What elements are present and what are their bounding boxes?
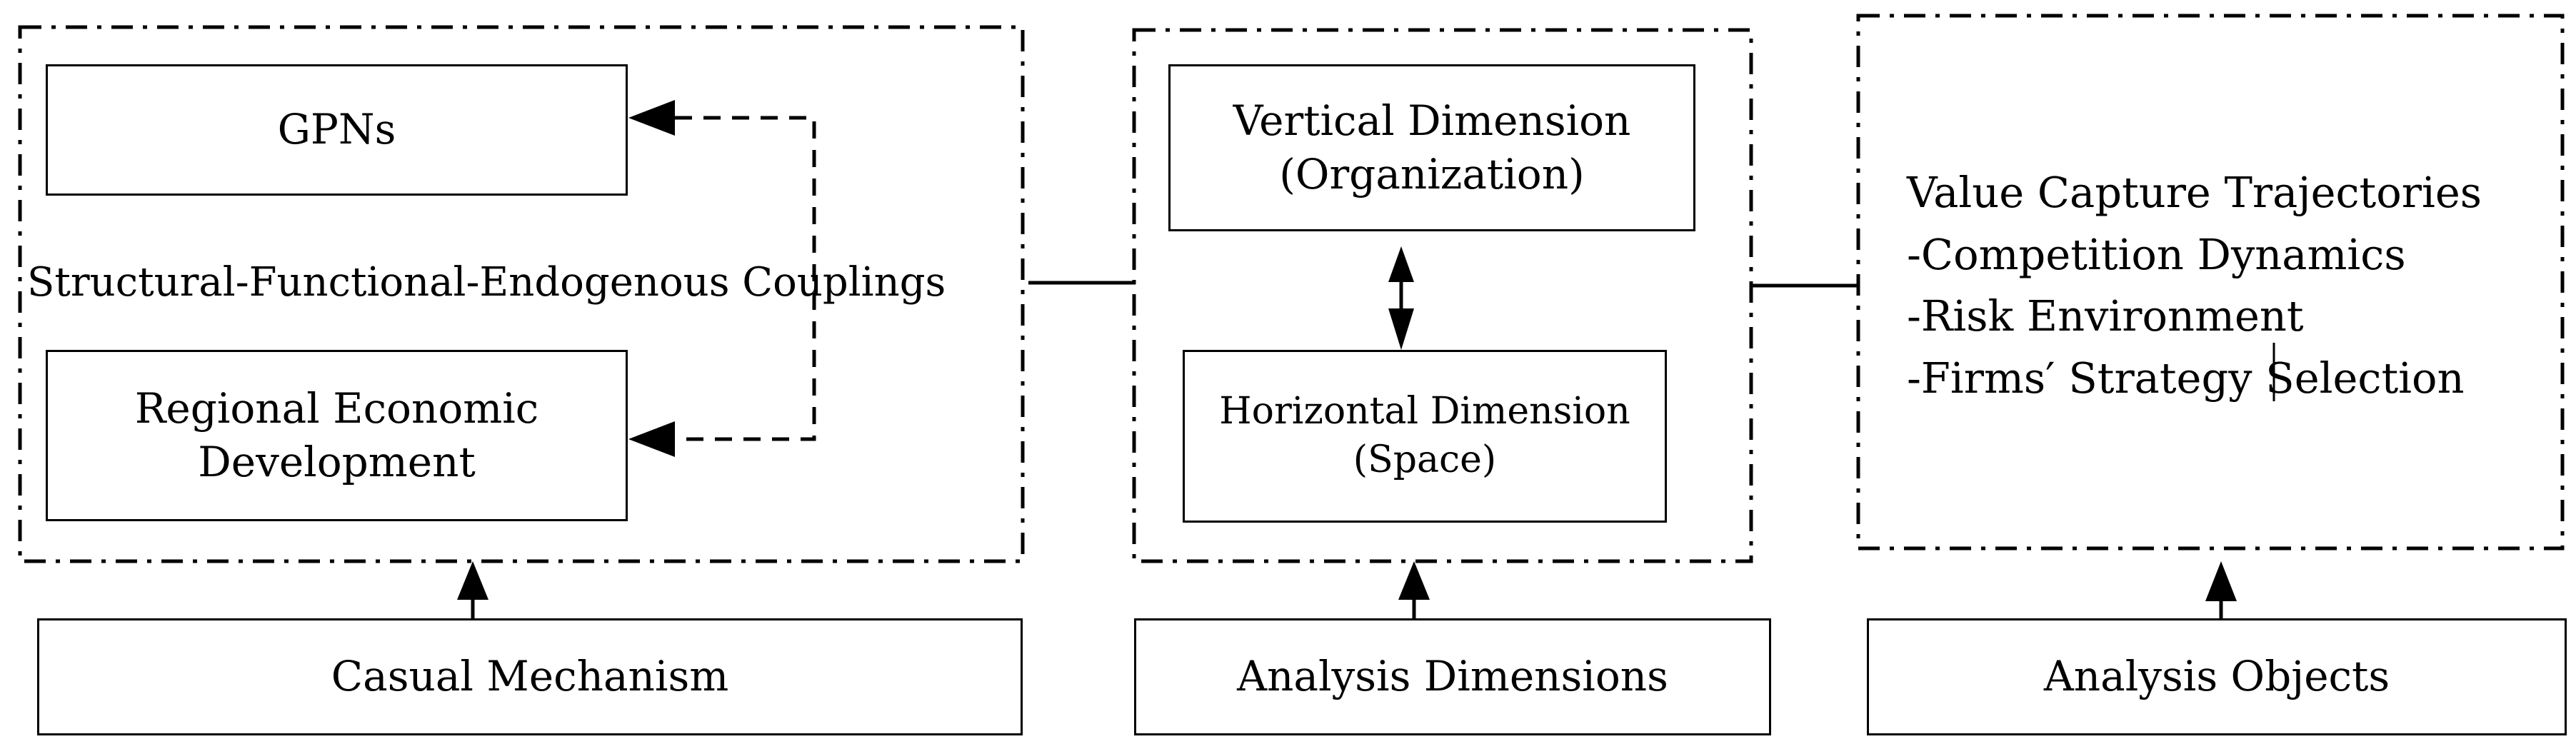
horizontal-dimension-box: Horizontal Dimension (Space): [1183, 350, 1667, 523]
couplings-label: Structural-Functional-Endogenous Couplin…: [27, 258, 946, 306]
regional-line-1: Regional Economic: [134, 383, 539, 433]
casual-mechanism-label: Casual Mechanism: [331, 652, 729, 701]
analysis-objects-label: Analysis Objects: [2043, 652, 2390, 701]
dashed-feedback-path: [675, 116, 816, 441]
horizontal-line-1: Horizontal Dimension: [1219, 390, 1630, 433]
analysis-dimensions-box: Analysis Dimensions: [1134, 618, 1771, 735]
analysis-objects-box: Analysis Objects: [1867, 618, 2567, 735]
regional-line-2: Development: [198, 438, 476, 486]
arrow-objects-head: [2205, 561, 2237, 601]
vertical-dimension-box: Vertical Dimension (Organization): [1168, 64, 1695, 231]
list-item-competition: -Competition Dynamics: [1907, 229, 2406, 279]
arrow-casual-head: [457, 561, 488, 600]
analysis-dimensions-frame: [1132, 28, 1753, 563]
list-item-strategy: -Firms′ Strategy Selection: [1907, 353, 2465, 403]
value-capture-list: Value Capture Trajectories -Competition …: [1907, 162, 2482, 410]
casual-mechanism-box: Casual Mechanism: [37, 618, 1023, 735]
gpns-box: GPNs: [46, 64, 628, 196]
analysis-dimensions-label: Analysis Dimensions: [1237, 652, 1668, 701]
arrow-to-regional: [628, 421, 675, 457]
vertical-line-1: Vertical Dimension: [1233, 96, 1631, 145]
regional-development-box: Regional Economic Development: [46, 350, 628, 521]
double-arrow-down-head: [1388, 308, 1414, 350]
gpns-label: GPNs: [277, 105, 396, 154]
list-item-risk: -Risk Environment: [1907, 291, 2304, 341]
double-arrow-up-head: [1388, 246, 1414, 282]
horizontal-line-2: (Space): [1353, 438, 1497, 481]
casual-mechanism-frame: [18, 25, 1025, 563]
couplings-text: Structural-Functional-Endogenous Couplin…: [27, 259, 946, 306]
vertical-line-2: (Organization): [1279, 150, 1585, 198]
analysis-objects-frame: [1856, 14, 2565, 551]
arrow-to-gpns: [628, 100, 675, 136]
arrow-dimensions-head: [1398, 561, 1430, 600]
value-capture-title: Value Capture Trajectories: [1907, 168, 2482, 217]
